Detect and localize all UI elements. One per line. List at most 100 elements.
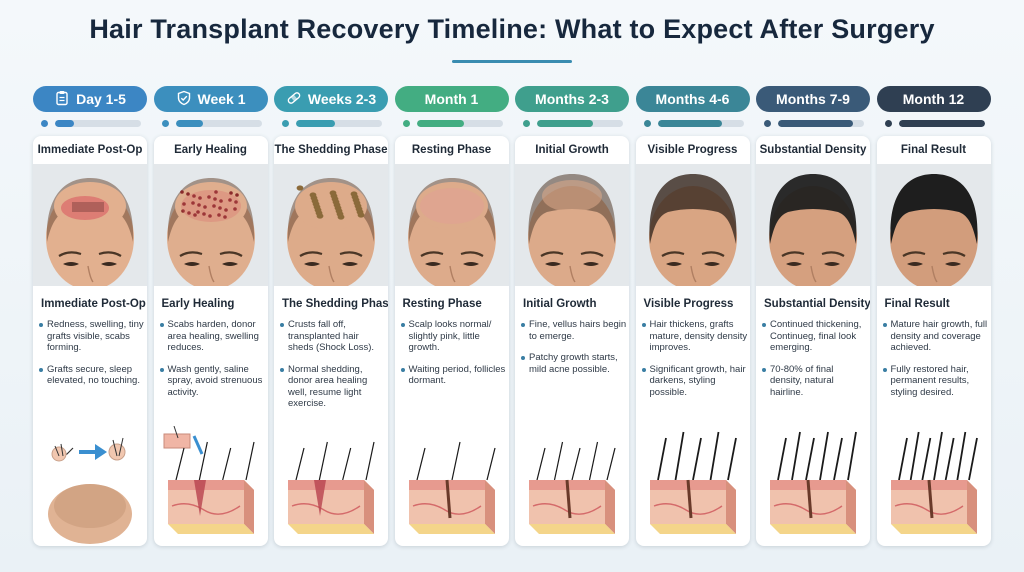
skin-cross-section-illustration [515,426,629,544]
skin-cross-section-illustration [395,426,509,544]
stage-bullet-list: Redness, swelling, tiny grafts visible, … [37,319,145,397]
skin-cross-section-illustration [877,426,991,544]
stage-phase-heading: Immediate Post-Op [37,144,143,156]
stage-column: Weeks 2-3 The Shedding Phase The Sheddin… [274,86,388,548]
progress-track [898,119,985,127]
stage-progress-bar [41,119,141,127]
stage-bullet: Fully restored hair, permanent results, … [881,364,989,399]
stage-column: Week 1 Early Healing Early Healing Scabs… [153,86,268,548]
stage-progress-bar [764,119,864,127]
stage-phase-title: Visible Progress [643,298,734,310]
stage-column: Month 1 Resting Phase Resting Phase Scal… [394,86,509,548]
stage-progress-bar [282,119,382,127]
stage-bullet-list: Scabs harden, donor area healing, swelli… [158,319,266,408]
stage-progress-bar [643,119,744,127]
stage-bullet-list: Crusts fall off, transplanted hair sheds… [278,319,386,420]
progress-dot [402,119,410,127]
stage-phase-heading: Early Healing [174,144,247,156]
progress-track [778,119,864,127]
stage-card: The Shedding Phase The Shedding Phase Cr… [274,136,388,546]
stage-phase-heading: Substantial Density [759,144,867,156]
stage-progress-bar [161,119,262,127]
stage-bullet: Normal shedding, donor area healing well… [278,364,386,410]
stage-bullet: Significant growth, hair darkens, stylin… [640,364,748,399]
stage-progress-bar [884,119,985,127]
stage-phase-heading: The Shedding Phase [274,144,388,156]
timeline: Day 1-5 Immediate Post-Op Immediate Post… [33,86,993,548]
stage-period-label: Month 12 [902,91,965,107]
stage-period-badge: Months 4-6 [635,86,750,112]
stage-period-label: Week 1 [197,91,246,107]
scalp-photo [33,164,147,286]
progress-dot [764,119,771,127]
scalp-photo [756,164,870,286]
progress-dot [282,119,289,127]
stage-bullet: Wash gently, saline spray, avoid strenuo… [158,364,266,399]
progress-fill [416,119,464,127]
stage-phase-heading: Initial Growth [535,144,609,156]
stage-period-label: Month 1 [424,91,479,107]
stage-column: Months 4-6 Visible Progress Visible Prog… [635,86,750,548]
progress-track [537,119,623,127]
stage-bullet: Hair thickens, grafts mature, density de… [640,319,748,354]
stage-card: Resting Phase Resting Phase Scalp looks … [394,136,509,546]
stage-period-badge: Month 12 [876,86,991,112]
stage-column: Day 1-5 Immediate Post-Op Immediate Post… [33,86,147,548]
progress-dot [41,119,48,127]
stage-bullet: Grafts secure, sleep elevated, no touchi… [37,364,145,387]
progress-fill [175,119,204,127]
stage-bullet-list: Continued thickening, Continueg, final l… [760,319,868,408]
scalp-photo [515,164,629,286]
stage-card: Visible Progress Visible Progress Hair t… [635,136,750,546]
progress-track [55,119,141,127]
scalp-photo [394,164,509,286]
page-title: Hair Transplant Recovery Timeline: What … [89,14,935,44]
clipboard-icon [54,90,70,109]
stage-phase-heading: Resting Phase [411,144,492,156]
stage-bullet: Fine, vellus hairs begin to emerge. [519,319,627,342]
title-divider [452,60,572,63]
stage-column: Month 12 Final Result Final Result Matur… [876,86,991,548]
scalp-photo [876,164,991,286]
skin-cross-section-illustration [33,426,147,544]
skin-cross-section-illustration [636,426,750,544]
progress-dot [884,119,892,127]
stage-bullet: 70-80% of final density, natural hairlin… [760,364,868,399]
stage-phase-title: Final Result [884,298,950,310]
stage-period-badge: Month 1 [394,86,509,112]
scalp-photo [274,164,388,286]
stage-progress-bar [402,119,503,127]
progress-dot [161,119,169,127]
stage-period-badge: Weeks 2-3 [274,86,388,112]
scalp-photo [153,164,268,286]
progress-fill [55,119,74,127]
stage-bullet: Continued thickening, Continueg, final l… [760,319,868,354]
progress-track [416,119,503,127]
stage-column: Months 7-9 Substantial Density Substanti… [756,86,870,548]
stage-bullet: Mature hair growth, full density and cov… [881,319,989,354]
stage-period-label: Months 4-6 [655,91,730,107]
scalp-photo [635,164,750,286]
stage-bullet-list: Scalp looks normal/ slightly pink, littl… [399,319,507,397]
stage-card: Initial Growth Initial Growth Fine, vell… [515,136,629,546]
stage-card: Final Result Final Result Mature hair gr… [876,136,991,546]
stage-column: Months 2-3 Initial Growth Initial Growth… [515,86,629,548]
progress-dot [523,119,530,127]
stage-bullet-list: Fine, vellus hairs begin to emerge.Patch… [519,319,627,385]
stage-progress-bar [523,119,623,127]
stage-bullet-list: Mature hair growth, full density and cov… [881,319,989,408]
stage-bullet: Waiting period, follicles dormant. [399,364,507,387]
progress-fill [537,119,593,127]
stage-phase-title: Initial Growth [523,298,597,310]
stage-period-label: Day 1-5 [76,91,126,107]
stage-period-badge: Months 7-9 [756,86,870,112]
stage-bullet-list: Hair thickens, grafts mature, density de… [640,319,748,408]
stage-bullet: Redness, swelling, tiny grafts visible, … [37,319,145,354]
stage-period-badge: Day 1-5 [33,86,147,112]
stage-phase-heading: Final Result [900,144,967,156]
progress-fill [296,119,335,127]
progress-fill [778,119,853,127]
stage-period-label: Months 7-9 [776,91,850,107]
stage-phase-title: Resting Phase [402,298,482,310]
progress-track [296,119,382,127]
